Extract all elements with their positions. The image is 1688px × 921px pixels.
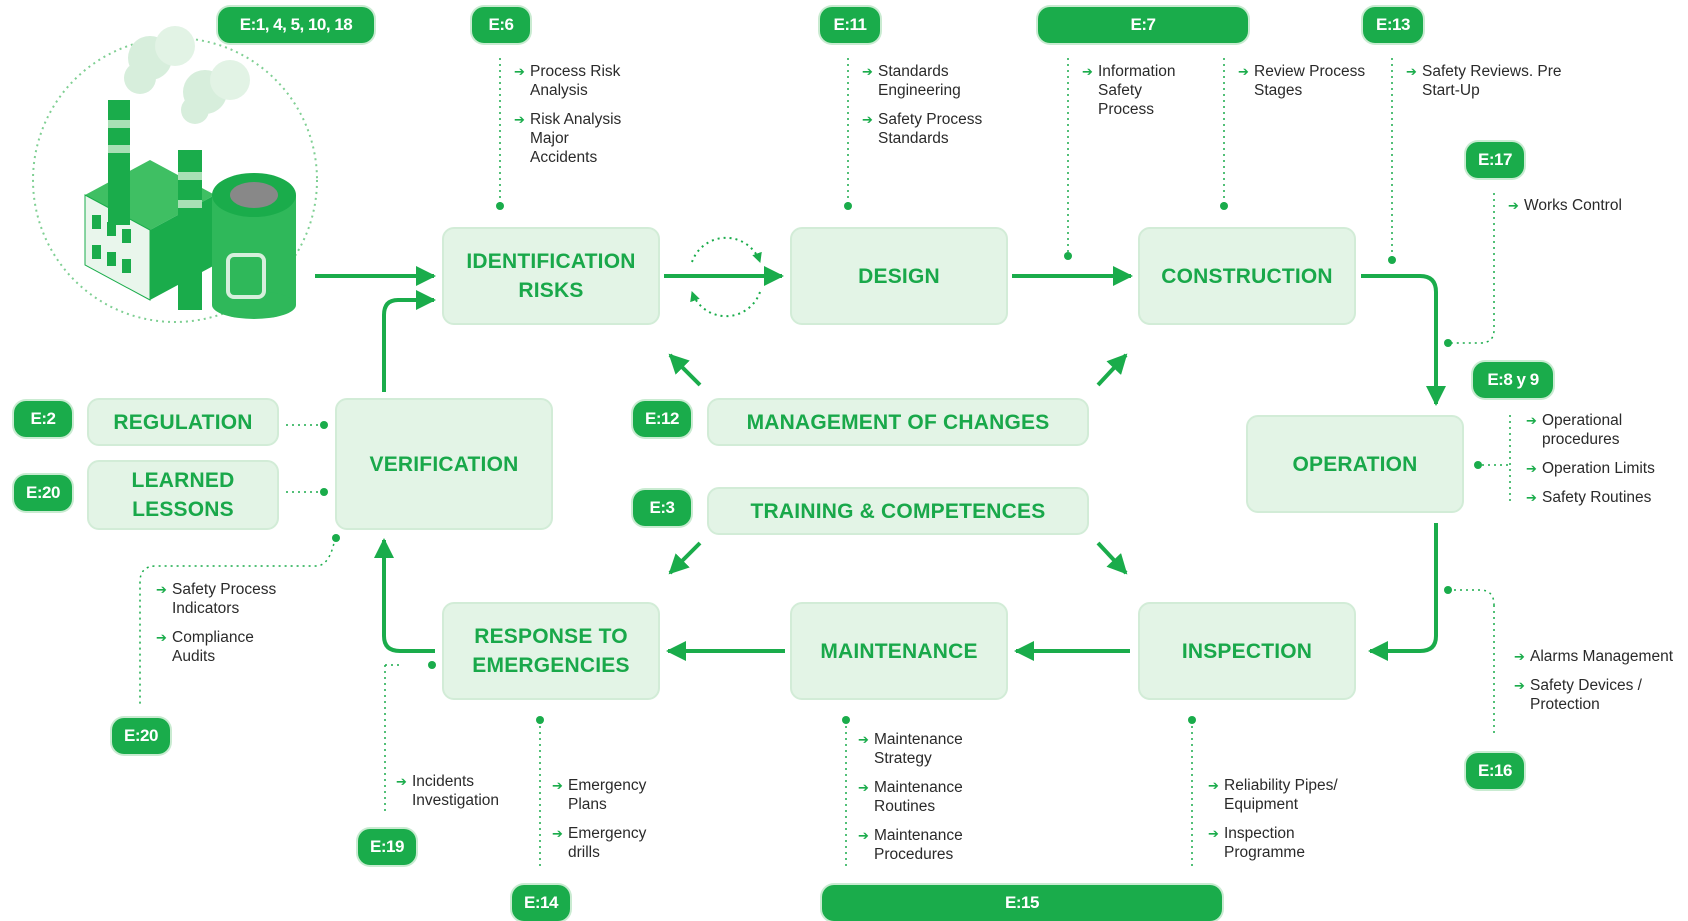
badge-e8: E:8 y 9 xyxy=(1473,362,1553,398)
badge-e19: E:19 xyxy=(358,829,416,865)
node-construction: CONSTRUCTION xyxy=(1138,227,1356,325)
badge-e7: E:7 xyxy=(1038,7,1248,43)
badge-e11: E:11 xyxy=(820,7,880,43)
badge-e2: E:2 xyxy=(14,401,72,437)
note-item: ➔Standards Engineering xyxy=(862,63,961,99)
note-item: ➔Operation Limits xyxy=(1526,460,1655,477)
arrow-right-icon: ➔ xyxy=(156,630,167,645)
arrow-right-icon: ➔ xyxy=(858,828,869,843)
notes-e15-inspection: ➔Reliability Pipes/ Equipment ➔Inspectio… xyxy=(1208,776,1338,872)
arrow-right-icon: ➔ xyxy=(1508,198,1519,213)
node-identification-risks: IDENTIFICATION RISKS xyxy=(442,227,660,325)
flow-arrows xyxy=(315,266,1446,661)
arrow-right-icon: ➔ xyxy=(858,780,869,795)
arrow-right-icon: ➔ xyxy=(156,582,167,597)
note-item: ➔Safety Process Indicators xyxy=(156,581,277,617)
notes-e19: ➔Incidents Investigation xyxy=(396,772,499,820)
leader-dots xyxy=(320,202,1482,724)
badge-e14: E:14 xyxy=(512,885,570,921)
arrow-right-icon: ➔ xyxy=(862,112,873,127)
badge-e1: E:1, 4, 5, 10, 18 xyxy=(218,7,374,43)
note-item: ➔Safety Routines xyxy=(1526,489,1652,506)
badge-e20-bottom: E:20 xyxy=(112,718,170,754)
notes-e13: ➔Safety Reviews. Pre Start-Up xyxy=(1406,62,1562,110)
note-item: ➔Safety Reviews. Pre Start-Up xyxy=(1406,63,1562,99)
arrow-right-icon: ➔ xyxy=(1238,64,1249,79)
note-item: ➔Emergency drills xyxy=(552,825,647,861)
note-item: ➔Process Risk Analysis xyxy=(514,63,621,99)
note-item: ➔Safety Process Standards xyxy=(862,111,983,147)
arrow-right-icon: ➔ xyxy=(1208,778,1219,793)
note-item: ➔Alarms Management xyxy=(1514,648,1674,665)
note-item: ➔Works Control xyxy=(1508,197,1622,214)
node-learned-lessons: LEARNED LESSONS xyxy=(87,460,279,530)
badge-e6: E:6 xyxy=(472,7,530,43)
notes-e11: ➔Standards Engineering ➔Safety Process S… xyxy=(862,62,982,158)
note-item: ➔Maintenance Procedures xyxy=(858,827,963,863)
note-item: ➔Information Safety Process xyxy=(1082,63,1176,118)
node-regulation: REGULATION xyxy=(87,398,279,446)
arrow-right-icon: ➔ xyxy=(514,64,525,79)
arrow-right-icon: ➔ xyxy=(1514,649,1525,664)
arrow-right-icon: ➔ xyxy=(552,778,563,793)
arrow-right-icon: ➔ xyxy=(1406,64,1417,79)
notes-e8: ➔Operational procedures ➔Operation Limit… xyxy=(1526,411,1655,517)
note-item: ➔Maintenance Strategy xyxy=(858,731,963,767)
node-operation: OPERATION xyxy=(1246,415,1464,513)
note-leaders xyxy=(139,58,1511,868)
badge-e20-left: E:20 xyxy=(14,475,72,511)
arrow-right-icon: ➔ xyxy=(1514,678,1525,693)
badge-e15: E:15 xyxy=(822,885,1222,921)
arrow-right-icon: ➔ xyxy=(1526,413,1537,428)
note-item: ➔Operational procedures xyxy=(1526,412,1623,448)
node-verification: VERIFICATION xyxy=(335,398,553,530)
note-item: ➔Compliance Audits xyxy=(156,629,254,665)
note-item: ➔Risk Analysis Major Accidents xyxy=(514,111,622,166)
factory-illustration-icon xyxy=(32,26,318,323)
arrow-right-icon: ➔ xyxy=(1082,64,1093,79)
node-design: DESIGN xyxy=(790,227,1008,325)
node-inspection: INSPECTION xyxy=(1138,602,1356,700)
notes-e7-review: ➔Review Process Stages xyxy=(1238,62,1365,110)
note-item: ➔Reliability Pipes/ Equipment xyxy=(1208,777,1338,813)
note-item: ➔Maintenance Routines xyxy=(858,779,963,815)
note-item: ➔Emergency Plans xyxy=(552,777,647,813)
notes-e17: ➔Works Control xyxy=(1508,196,1622,225)
notes-e7-info: ➔Information Safety Process xyxy=(1082,62,1176,129)
arrow-right-icon: ➔ xyxy=(514,112,525,127)
notes-e20: ➔Safety Process Indicators ➔Compliance A… xyxy=(156,580,276,676)
notes-e14: ➔Emergency Plans ➔Emergency drills xyxy=(552,776,646,872)
node-maintenance: MAINTENANCE xyxy=(790,602,1008,700)
badge-e16: E:16 xyxy=(1466,753,1524,789)
arrow-right-icon: ➔ xyxy=(1208,826,1219,841)
node-management-of-changes: MANAGEMENT OF CHANGES xyxy=(707,398,1089,446)
arrow-right-icon: ➔ xyxy=(396,774,407,789)
notes-e15-maintenance: ➔Maintenance Strategy ➔Maintenance Routi… xyxy=(858,730,963,874)
notes-e6: ➔Process Risk Analysis ➔Risk Analysis Ma… xyxy=(514,62,621,177)
arrow-right-icon: ➔ xyxy=(552,826,563,841)
note-item: ➔Review Process Stages xyxy=(1238,63,1366,99)
arrow-right-icon: ➔ xyxy=(858,732,869,747)
badge-e13: E:13 xyxy=(1363,7,1423,43)
badge-e3: E:3 xyxy=(633,490,691,526)
badge-e12: E:12 xyxy=(633,401,691,437)
note-item: ➔Safety Devices / Protection xyxy=(1514,677,1642,713)
arrow-right-icon: ➔ xyxy=(1526,461,1537,476)
arrow-right-icon: ➔ xyxy=(1526,490,1537,505)
node-training-competences: TRAINING & COMPETENCES xyxy=(707,487,1089,535)
notes-e16: ➔Alarms Management ➔Safety Devices / Pro… xyxy=(1514,647,1673,724)
badge-e17: E:17 xyxy=(1466,142,1524,178)
note-item: ➔Incidents Investigation xyxy=(396,773,500,809)
node-response-emergencies: RESPONSE TO EMERGENCIES xyxy=(442,602,660,700)
arrow-right-icon: ➔ xyxy=(862,64,873,79)
note-item: ➔Inspection Programme xyxy=(1208,825,1305,861)
